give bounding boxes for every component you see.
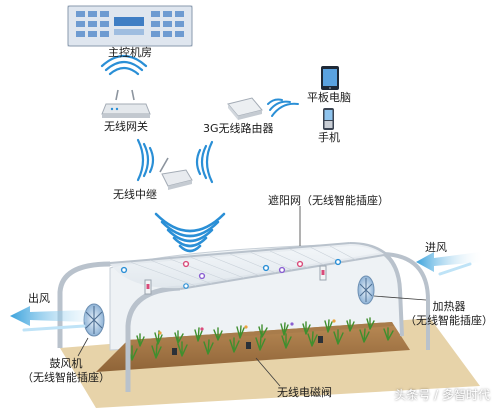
smart-socket-icon (144, 265, 327, 295)
solenoid-valve-icon (172, 336, 323, 355)
phone-icon (323, 108, 334, 130)
label-heater-line2: （无线智能插座） (405, 314, 493, 327)
label-router: 3G无线路由器 (203, 122, 274, 135)
label-control-room: 主控机房 (108, 46, 152, 59)
router-icon (227, 97, 263, 120)
air-out-arrow (10, 306, 86, 332)
label-blower-line2: （无线智能插座） (22, 371, 110, 384)
label-phone: 手机 (318, 131, 340, 144)
label-air-out: 出风 (28, 292, 50, 305)
wifi-signal-icon (154, 212, 226, 253)
shade-net (110, 244, 384, 289)
label-valve: 无线电磁阀 (277, 386, 332, 399)
flowers (158, 319, 336, 335)
label-repeater: 无线中继 (113, 188, 157, 201)
wifi-signal-icon (267, 98, 299, 117)
label-heater: 加热器 （无线智能插座） (404, 300, 494, 328)
air-in-arrow (416, 252, 484, 276)
control-room-icon (67, 5, 193, 47)
wifi-signal-icon (136, 138, 155, 182)
blower-fan-icon (83, 303, 105, 337)
wifi-signal-icon (195, 140, 214, 184)
wifi-signal-icon (100, 54, 148, 76)
tablet-icon (321, 66, 339, 90)
soil-bed (96, 322, 410, 372)
label-shade-net: 遮阳网（无线智能插座） (268, 194, 389, 207)
crop-rows (127, 317, 394, 361)
watermark: 头条号 / 多智时代 (394, 388, 490, 402)
ceiling-sensors (120, 258, 342, 289)
label-tablet: 平板电脑 (307, 91, 351, 104)
label-gateway: 无线网关 (104, 120, 148, 133)
heater-icon (357, 275, 375, 305)
gateway-icon (101, 89, 151, 118)
leader-lines (77, 206, 427, 387)
label-blower-line1: 鼓风机 (49, 357, 83, 370)
label-air-in: 进风 (425, 241, 447, 254)
repeater-icon (159, 157, 193, 190)
label-blower: 鼓风机 （无线智能插座） (18, 357, 114, 385)
label-heater-line1: 加热器 (432, 300, 466, 313)
